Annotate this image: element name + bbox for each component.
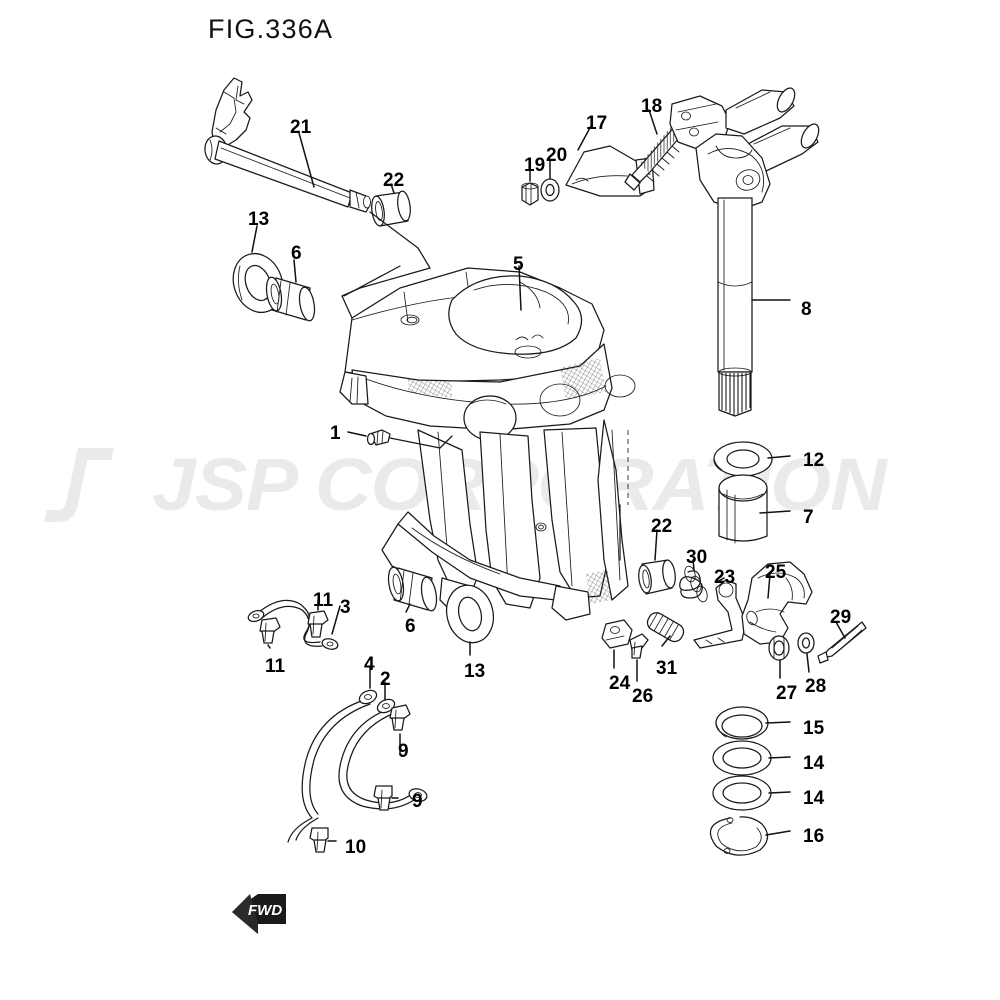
callout-14-lower: 14 (803, 788, 825, 809)
callout-9-lower: 9 (412, 791, 423, 812)
callout-29: 29 (830, 607, 852, 628)
callout-14-upper: 14 (803, 753, 825, 774)
callout-3: 3 (340, 597, 351, 618)
callout-9-upper: 9 (398, 741, 409, 762)
part-4-ground-lead-long (287, 665, 378, 843)
part-26-bolt (629, 633, 649, 682)
part-30-spring (679, 559, 708, 603)
fwd-arrow-icon (232, 894, 286, 934)
callout-22-lower: 22 (651, 516, 673, 537)
part-12-seal-washer (713, 441, 791, 477)
part-10-bolt (309, 827, 337, 853)
callout-26: 26 (632, 686, 654, 707)
part-18-bolt (624, 109, 685, 191)
callout-7: 7 (803, 507, 814, 528)
part-22-bushing-lower (619, 430, 676, 595)
part-25-clamp-lever (741, 561, 813, 645)
part-8-swivel-shaft (669, 87, 820, 417)
callout-28: 28 (805, 676, 827, 697)
part-14-washer-lower (712, 775, 791, 811)
callout-4: 4 (364, 654, 375, 675)
callout-22-upper: 22 (383, 170, 405, 191)
callout-10: 10 (345, 837, 367, 858)
callout-13-upper: 13 (248, 209, 270, 230)
part-14-washer-upper (712, 740, 791, 776)
callout-5: 5 (513, 254, 524, 275)
part-11-bolt-upper (307, 599, 329, 638)
part-6-bushing-lower (387, 566, 438, 613)
part-9-bolt-lower (373, 785, 399, 811)
callout-20: 20 (546, 145, 568, 166)
part-29-cotter-pin (817, 621, 867, 664)
fwd-direction-indicator: FWD (228, 892, 290, 943)
part-28-washer (797, 632, 815, 673)
callout-11-upper: 11 (313, 590, 334, 611)
callout-24: 24 (609, 673, 631, 694)
callout-6-upper: 6 (291, 243, 302, 264)
part-13-oil-seal-lower (445, 584, 495, 656)
callout-1: 1 (330, 423, 341, 444)
part-1-grease-nipple (347, 429, 453, 449)
callout-11-lower: 11 (265, 656, 286, 677)
figure-title: FIG.336A (208, 14, 334, 44)
part-9-bolt-upper (389, 704, 411, 755)
callout-12: 12 (803, 450, 825, 471)
part-5-swivel-bracket (339, 211, 636, 621)
part-7-lower-bushing (718, 474, 791, 544)
part-17-anode-bracket (565, 123, 655, 197)
callout-18: 18 (641, 96, 663, 117)
callout-13-lower: 13 (464, 661, 486, 682)
callout-2: 2 (380, 669, 391, 690)
part-23-tilt-rod (693, 577, 747, 649)
fwd-label: FWD (248, 902, 283, 919)
callout-6-lower: 6 (405, 616, 416, 637)
part-31-spring (646, 611, 685, 647)
callout-19: 19 (524, 155, 546, 176)
callout-8: 8 (801, 299, 812, 320)
part-11-bolt-lower (259, 617, 281, 649)
callout-27: 27 (776, 683, 798, 704)
part-20-washer (540, 159, 560, 202)
part-19-nut (521, 169, 539, 206)
callout-16: 16 (803, 826, 825, 847)
callout-15: 15 (803, 718, 825, 739)
callout-21: 21 (290, 117, 312, 138)
part-15-thrust-washer (715, 706, 791, 740)
callout-23: 23 (714, 567, 736, 588)
part-16-snap-ring (709, 816, 791, 856)
callout-31: 31 (656, 658, 678, 679)
part-22-bushing-upper (371, 183, 411, 227)
part-24-clip (601, 619, 633, 669)
part-6-bushing-upper (265, 259, 316, 322)
part-27-bushing (768, 635, 790, 679)
callout-17: 17 (586, 113, 608, 134)
part-21-steering-shaft (204, 77, 371, 213)
callout-25: 25 (765, 562, 787, 583)
callout-30: 30 (686, 547, 708, 568)
